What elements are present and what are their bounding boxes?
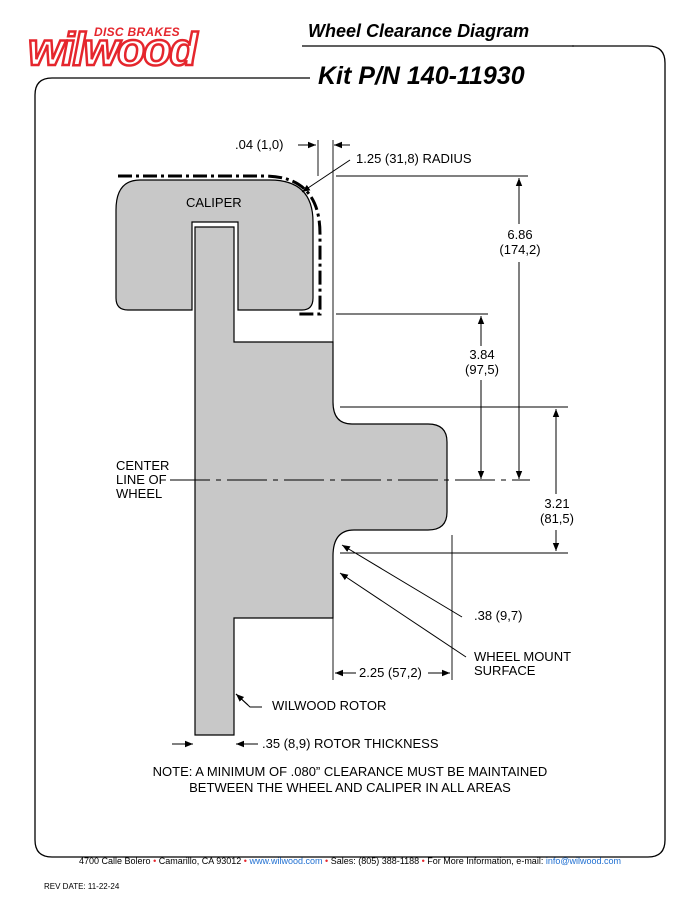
dim-225-label: 2.25 (57,2) [359, 665, 422, 680]
caliper-shape [115, 179, 314, 311]
wheel-mount-label-1: WHEEL MOUNT [474, 649, 572, 664]
center-line-label-1: CENTER [116, 458, 170, 473]
note-line-2: BETWEEN THE WHEEL AND CALIPER IN ALL ARE… [189, 780, 511, 796]
bullet-1: • [153, 856, 157, 866]
note-line-1: NOTE: A MINIMUM OF .080” CLEARANCE MUST … [152, 764, 548, 779]
dim-384-metric: (97,5) [465, 362, 499, 377]
wheel-mount-label-2: SURFACE [474, 663, 536, 678]
leader-038 [341, 544, 463, 618]
center-line-label-2: LINE OF [116, 472, 167, 487]
dim-686-metric: (174,2) [499, 242, 541, 257]
bullet-3: • [325, 856, 329, 866]
rotor-hub-shape [194, 226, 448, 736]
page-border [34, 45, 666, 858]
gap-04-label: .04 (1,0) [235, 137, 284, 152]
dim-686-value: 6.86 [507, 227, 533, 242]
wilwood-logo: wilwood [27, 23, 199, 75]
bullet-4: • [421, 856, 425, 866]
caliper-label: CALIPER [186, 195, 242, 210]
footer: 4700 Calle Bolero • Camarillo, CA 93012 … [0, 856, 700, 866]
logo-subtitle: DISC BRAKES [94, 25, 180, 39]
kit-part-number: Kit P/N 140-11930 [318, 62, 525, 90]
dim-321-value: 3.21 [544, 496, 570, 511]
radius-leader [301, 159, 351, 193]
leader-mount [339, 572, 467, 658]
center-line-label-3: WHEEL [116, 486, 163, 501]
leader-rotor [235, 693, 262, 708]
rotor-thickness-label: .35 (8,9) ROTOR THICKNESS [262, 736, 439, 751]
radius-label: 1.25 (31,8) RADIUS [356, 151, 472, 166]
page-title: Wheel Clearance Diagram [308, 21, 530, 41]
footer-email-link[interactable]: info@wilwood.com [545, 856, 622, 866]
wheel-clearance-profile [118, 174, 322, 316]
clearance-note: NOTE: A MINIMUM OF .080” CLEARANCE MUST … [0, 764, 700, 797]
footer-info-label: For More Information, e-mail: [427, 856, 544, 866]
bullet-2: • [243, 856, 247, 866]
footer-address: 4700 Calle Bolero [78, 856, 151, 866]
dim-321-metric: (81,5) [540, 511, 574, 526]
footer-city: Camarillo, CA 93012 [158, 856, 242, 866]
revision-date: REV DATE: 11-22-24 [44, 882, 120, 891]
rotor-label: WILWOOD ROTOR [272, 698, 387, 713]
footer-sales: Sales: (805) 388-1188 [330, 856, 420, 866]
dim-038-label: .38 (9,7) [474, 608, 523, 623]
footer-website-link[interactable]: www.wilwood.com [249, 856, 323, 866]
dim-384-value: 3.84 [469, 347, 495, 362]
leader-rotor-arrow [235, 693, 249, 706]
